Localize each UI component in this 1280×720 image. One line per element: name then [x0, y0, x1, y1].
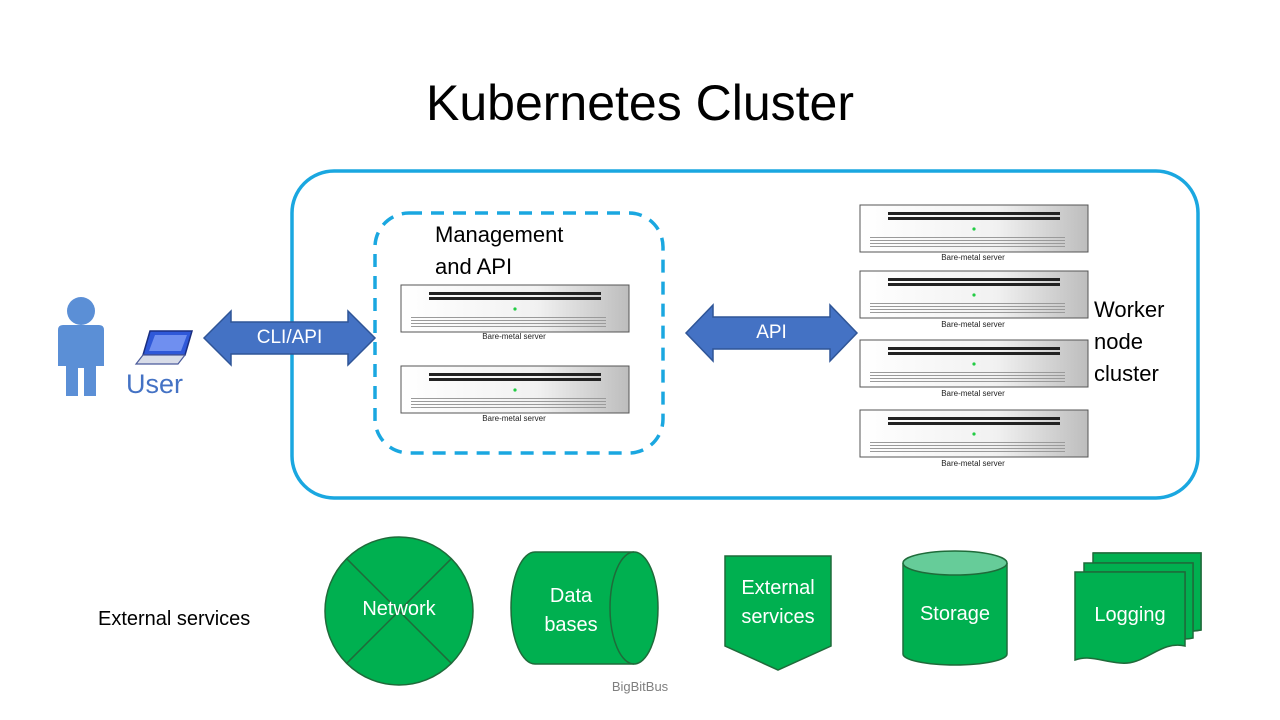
management-boundary — [373, 211, 665, 455]
worker-server — [859, 204, 1089, 253]
server-caption: Bare-metal server — [482, 414, 546, 423]
worker-server — [859, 409, 1089, 458]
api-arrow — [684, 303, 859, 363]
user-label: User — [126, 369, 184, 399]
server-caption: Bare-metal server — [941, 389, 1005, 398]
api-label: API — [756, 322, 787, 343]
databases-shape — [510, 551, 659, 665]
external-services-label-line-1: External — [741, 577, 815, 599]
management-label-line-1: Management — [435, 222, 564, 247]
cli-api-label: CLI/API — [256, 327, 323, 348]
logging-shape — [1074, 552, 1202, 664]
diagram-title: Kubernetes Cluster — [425, 75, 854, 131]
server-caption: Bare-metal server — [941, 253, 1005, 262]
external-services-shape — [724, 555, 832, 671]
databases-label-line-1: Data — [549, 585, 593, 607]
external-services-heading: External services — [98, 608, 251, 630]
server-caption: Bare-metal server — [941, 459, 1005, 468]
worker-label: Worker node cluster — [1094, 294, 1165, 390]
cli-api-arrow — [202, 309, 377, 367]
worker-label-line-2: node — [1094, 329, 1143, 354]
storage-label: Storage — [919, 603, 991, 625]
worker-label-line-1: Worker — [1094, 297, 1165, 322]
storage-shape — [902, 550, 1008, 666]
worker-server — [859, 270, 1089, 319]
worker-server — [859, 339, 1089, 388]
management-label: Management and API — [435, 219, 563, 283]
credit-text: BigBitBus — [611, 679, 669, 694]
network-shape — [324, 536, 474, 686]
databases-label: Data bases — [515, 582, 627, 640]
user-person-icon — [58, 297, 104, 396]
databases-label-line-2: bases — [544, 614, 598, 636]
worker-label-line-3: cluster — [1094, 361, 1159, 386]
external-services-label: External services — [725, 574, 831, 632]
server-caption: Bare-metal server — [941, 320, 1005, 329]
network-label: Network — [362, 598, 436, 620]
external-services-label-line-2: services — [741, 606, 815, 628]
laptop-icon — [134, 330, 193, 365]
management-server — [400, 284, 630, 333]
logging-label: Logging — [1094, 604, 1166, 626]
server-caption: Bare-metal server — [482, 332, 546, 341]
management-server — [400, 365, 630, 414]
management-label-line-2: and API — [435, 254, 513, 279]
